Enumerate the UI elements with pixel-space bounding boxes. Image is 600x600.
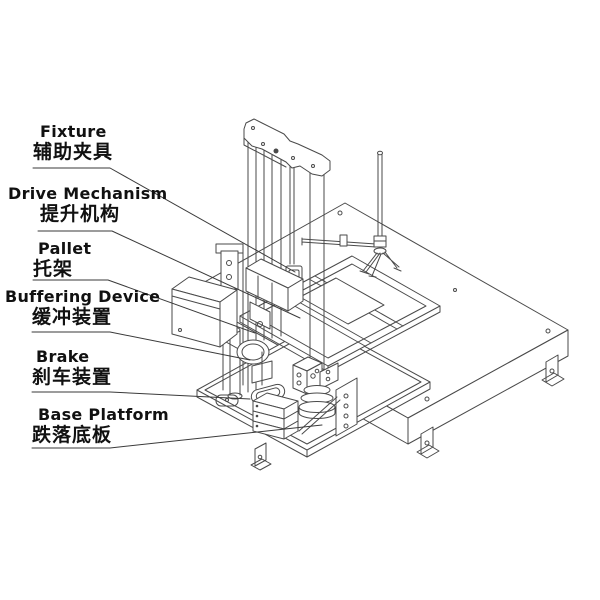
leader-fixture (32, 167, 296, 273)
label-fixture-en: Fixture (40, 122, 107, 141)
label-brake: Brake 刹车装置 (32, 347, 112, 388)
tower-top-plate (243, 118, 331, 177)
leader-lines (31, 167, 323, 449)
label-buffering-device: Buffering Device 缓冲装置 (5, 287, 160, 328)
rod-clamp (339, 234, 348, 247)
label-brake-en: Brake (36, 347, 90, 366)
label-drive-mechanism-en: Drive Mechanism (8, 184, 168, 203)
side-box (171, 276, 238, 348)
leader-base-platform (31, 424, 323, 449)
label-pallet-en: Pallet (38, 239, 92, 258)
specimen-rod-tripod (301, 150, 402, 278)
label-brake-zh: 刹车装置 (32, 366, 113, 388)
label-pallet: Pallet 托架 (33, 239, 92, 280)
column-foot (298, 385, 336, 419)
label-base-platform-en: Base Platform (38, 405, 170, 424)
label-buffering-device-zh: 缓冲装置 (32, 306, 113, 328)
label-buffering-device-en: Buffering Device (5, 287, 161, 306)
leader-drive-mechanism (37, 230, 301, 319)
label-pallet-zh: 托架 (33, 258, 74, 280)
label-base-platform-zh: 跌落底板 (32, 424, 113, 446)
gusset-plate (298, 377, 358, 437)
pallet-frame (239, 255, 441, 373)
leader-buffering-device (31, 331, 251, 361)
brake-assembly (250, 351, 299, 440)
leader-pallet (32, 279, 256, 334)
label-fixture: Fixture 辅助夹具 (33, 122, 113, 163)
label-drive-mechanism-zh: 提升机构 (40, 203, 121, 225)
leader-brake (31, 391, 251, 400)
lift-tower (171, 118, 358, 440)
label-base-platform: Base Platform 跌落底板 (32, 405, 170, 446)
label-drive-mechanism: Drive Mechanism 提升机构 (8, 184, 168, 225)
label-fixture-zh: 辅助夹具 (33, 141, 114, 163)
